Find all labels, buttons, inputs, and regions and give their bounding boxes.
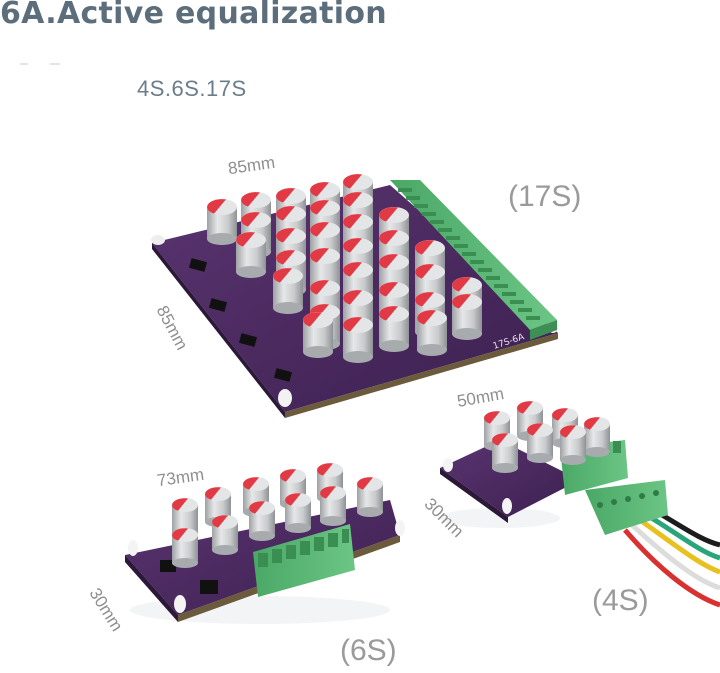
decorative-dash: [20, 63, 28, 65]
board-6s-series-label: (6S): [340, 634, 397, 667]
board-4s: [440, 401, 720, 608]
board-6s: [125, 463, 405, 624]
page-title: 6A.Active equalization: [0, 0, 387, 31]
board-17s-series-label: (17S): [508, 180, 582, 213]
board-4s-series-label: (4S): [592, 584, 649, 617]
board-17s: 17S-6A: [151, 174, 559, 418]
series-subtitle: 4S.6S.17S: [137, 76, 247, 101]
decorative-dash: [50, 63, 60, 65]
